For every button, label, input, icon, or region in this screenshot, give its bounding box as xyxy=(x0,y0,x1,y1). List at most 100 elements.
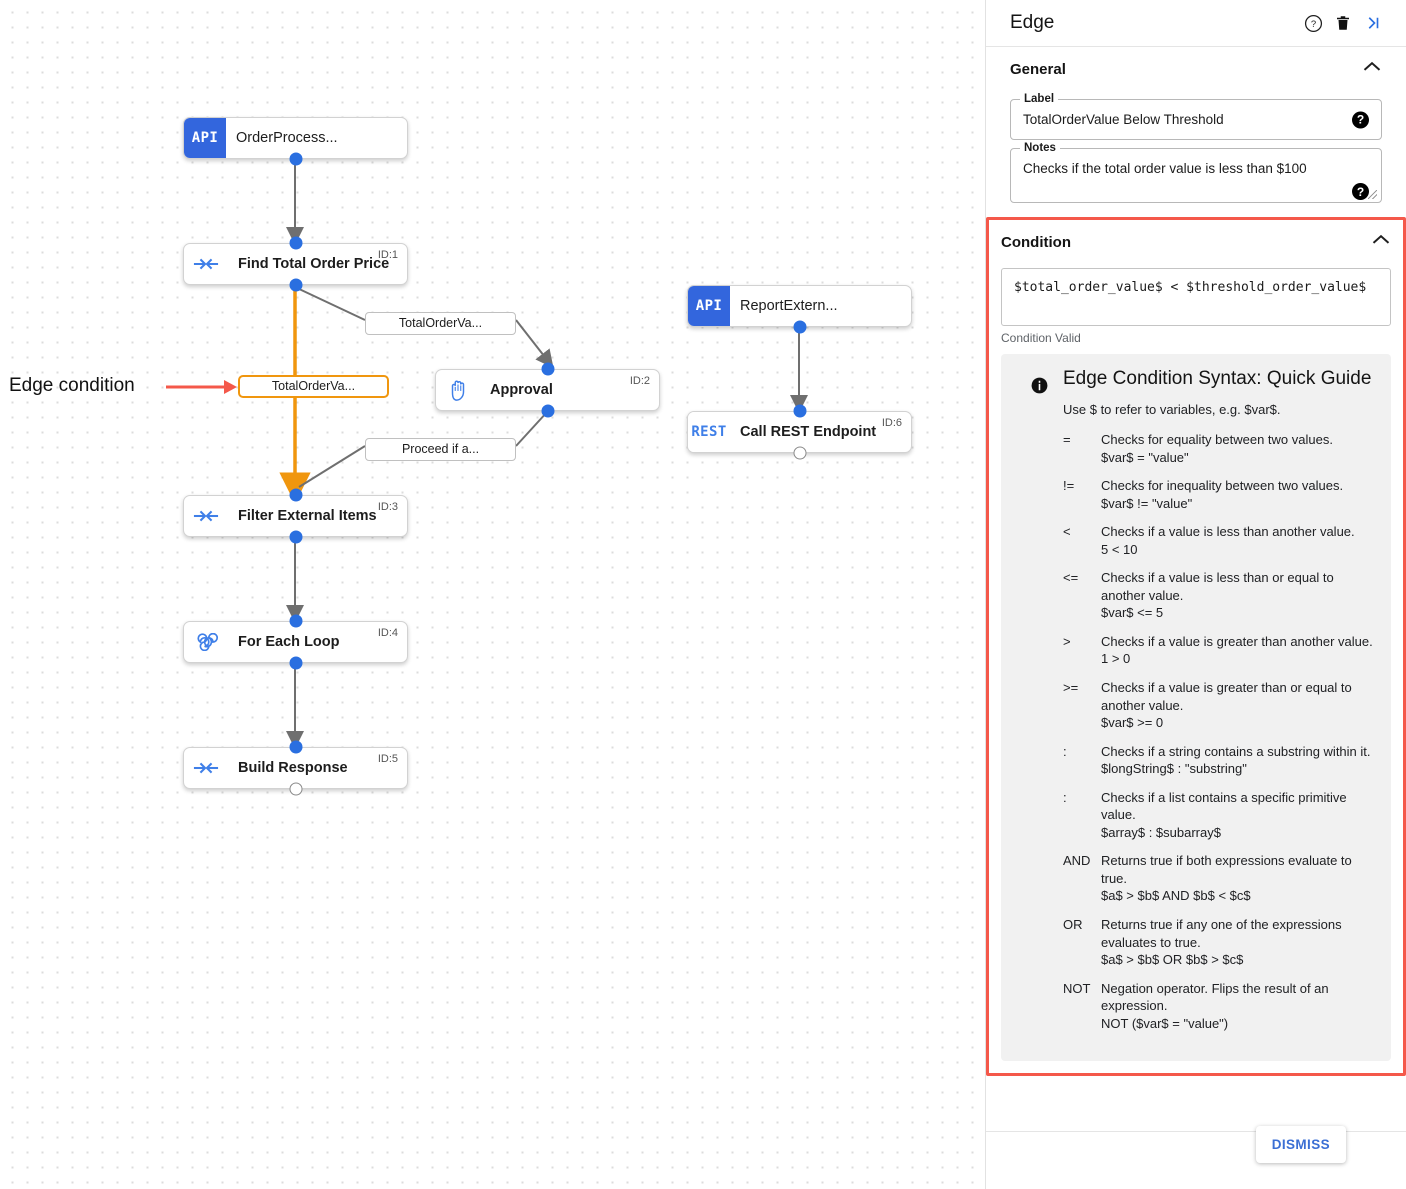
operator-example: $a$ > $b$ AND $b$ < $c$ xyxy=(1101,888,1251,904)
panel-header: Edge ? xyxy=(986,0,1406,47)
condition-expression-input[interactable]: $total_order_value$ < $threshold_order_v… xyxy=(1001,268,1391,326)
help-icon[interactable]: ? xyxy=(1298,14,1328,33)
label-field[interactable]: Label TotalOrderValue Below Threshold ? xyxy=(1010,93,1382,140)
condition-heading: Condition xyxy=(1001,233,1071,251)
operator-description: Checks if a value is greater than or equ… xyxy=(1101,679,1377,732)
node-title: Call REST Endpoint xyxy=(740,424,877,440)
operator-description: Checks for equality between two values.$… xyxy=(1101,431,1377,466)
notes-resize-handle[interactable] xyxy=(1368,190,1377,199)
delete-icon[interactable] xyxy=(1328,14,1358,32)
infinity-icon xyxy=(184,633,228,651)
node-input-port[interactable] xyxy=(289,236,302,250)
node-title: For Each Loop xyxy=(238,634,340,650)
operator-example: $array$ : $subarray$ xyxy=(1101,824,1221,840)
operator-symbol: : xyxy=(1063,743,1067,759)
notes-field-value: Checks if the total order value is less … xyxy=(1023,161,1307,176)
notes-field[interactable]: Notes Checks if the total order value is… xyxy=(1010,142,1382,203)
operator-description: Returns true if any one of the expressio… xyxy=(1101,916,1377,969)
operator-symbol: = xyxy=(1063,432,1071,447)
label-field-caption: Label xyxy=(1020,93,1059,105)
node-output-port[interactable] xyxy=(289,530,302,544)
operator-description: Checks if a string contains a substring … xyxy=(1101,743,1377,778)
operator-description: Checks if a list contains a specific pri… xyxy=(1101,789,1377,842)
operator-row: : Checks if a list contains a specific pr… xyxy=(1063,789,1377,842)
collapse-panel-icon[interactable] xyxy=(1358,14,1388,32)
node-title: Filter External Items xyxy=(238,508,377,524)
operator-example: NOT ($var$ = "value") xyxy=(1101,1015,1229,1031)
operator-example: $longString$ : "substring" xyxy=(1101,761,1247,777)
node-title: Approval xyxy=(490,382,553,398)
condition-section-header[interactable]: Condition xyxy=(989,220,1403,264)
node-input-port[interactable] xyxy=(289,740,302,754)
operator-symbol: >= xyxy=(1063,680,1079,696)
operator-row: < Checks if a value is less than another … xyxy=(1063,523,1377,558)
node-input-port[interactable] xyxy=(289,614,302,628)
panel-footer: DISMISS xyxy=(986,1126,1406,1189)
operator-description: Checks for inequality between two values… xyxy=(1101,477,1377,512)
operator-row: : Checks if a string contains a substring… xyxy=(1063,743,1377,778)
chevron-up-icon[interactable] xyxy=(1362,60,1382,78)
operator-symbol: : xyxy=(1063,789,1067,805)
node-title: Build Response xyxy=(238,760,348,776)
condition-syntax-guide: Edge Condition Syntax: Quick Guide Use $… xyxy=(1001,354,1391,1062)
node-input-port[interactable] xyxy=(793,404,806,418)
node-id-tag: ID:3 xyxy=(377,501,398,513)
node-output-port[interactable] xyxy=(289,278,302,292)
api-badge: API xyxy=(184,118,226,158)
edge-connectors-layer xyxy=(279,161,808,749)
operator-example: $var$ <= 5 xyxy=(1101,605,1164,621)
edge-label[interactable]: Proceed if a... xyxy=(365,438,516,461)
operator-example: $var$ != "value" xyxy=(1101,495,1193,511)
node-input-port[interactable] xyxy=(541,362,554,376)
node-id-tag: ID:1 xyxy=(377,249,398,261)
operator-example: $var$ >= 0 xyxy=(1101,715,1164,731)
node-approval[interactable]: Approval ID:2 xyxy=(435,369,660,411)
edge-label[interactable]: TotalOrderVa... xyxy=(365,312,516,335)
hand-icon xyxy=(436,378,480,402)
edge-condition-annotation-label: Edge condition xyxy=(9,375,135,396)
operator-example: $var$ = "value" xyxy=(1101,449,1189,465)
operator-row: = Checks for equality between two values.… xyxy=(1063,431,1377,466)
operator-symbol: NOT xyxy=(1063,980,1091,996)
chevron-up-icon[interactable] xyxy=(1371,233,1391,251)
node-output-port[interactable] xyxy=(289,152,302,166)
node-output-port[interactable] xyxy=(793,320,806,334)
general-section-header[interactable]: General xyxy=(1002,47,1390,91)
operator-symbol: AND xyxy=(1063,853,1091,869)
condition-status-text: Condition Valid xyxy=(1001,331,1081,345)
operator-example: 1 > 0 xyxy=(1101,651,1131,667)
general-section: General Label TotalOrderValue Below Thre… xyxy=(986,47,1406,203)
node-output-port[interactable] xyxy=(289,656,302,670)
node-output-port[interactable] xyxy=(289,782,302,796)
operator-symbol: > xyxy=(1063,633,1071,649)
api-badge: API xyxy=(688,286,730,326)
page-title: Edge xyxy=(1010,12,1055,33)
operator-symbol: != xyxy=(1063,478,1075,494)
node-output-port[interactable] xyxy=(541,404,554,418)
label-help-icon[interactable]: ? xyxy=(1352,111,1369,128)
dismiss-button[interactable]: DISMISS xyxy=(1255,1126,1346,1163)
node-id-tag: ID:2 xyxy=(629,375,650,387)
converge-arrows-icon xyxy=(184,759,228,777)
notes-help-icon[interactable]: ? xyxy=(1352,183,1369,200)
operator-row: >= Checks if a value is greater than or e… xyxy=(1063,679,1377,732)
operator-row: <=Checks if a value is less than or equa… xyxy=(1063,569,1377,622)
edge-label-selected[interactable]: TotalOrderVa... xyxy=(238,375,389,398)
operator-description: Returns true if both expressions evaluat… xyxy=(1101,852,1377,905)
operator-symbol: OR xyxy=(1063,917,1083,933)
operator-symbol: < xyxy=(1063,524,1071,540)
annotation-arrow-icon xyxy=(166,380,237,394)
condition-section: Condition $total_order_value$ < $thresho… xyxy=(986,217,1406,1077)
node-output-port[interactable] xyxy=(793,446,806,460)
node-title: OrderProcess... xyxy=(236,130,338,146)
operator-description: Negation operator. Flips the result of a… xyxy=(1101,980,1377,1033)
node-input-port[interactable] xyxy=(289,488,302,502)
svg-text:?: ? xyxy=(1310,19,1315,30)
operator-description: Checks if a value is less than another v… xyxy=(1101,523,1377,558)
node-orderprocess[interactable]: API OrderProcess... xyxy=(183,117,408,159)
